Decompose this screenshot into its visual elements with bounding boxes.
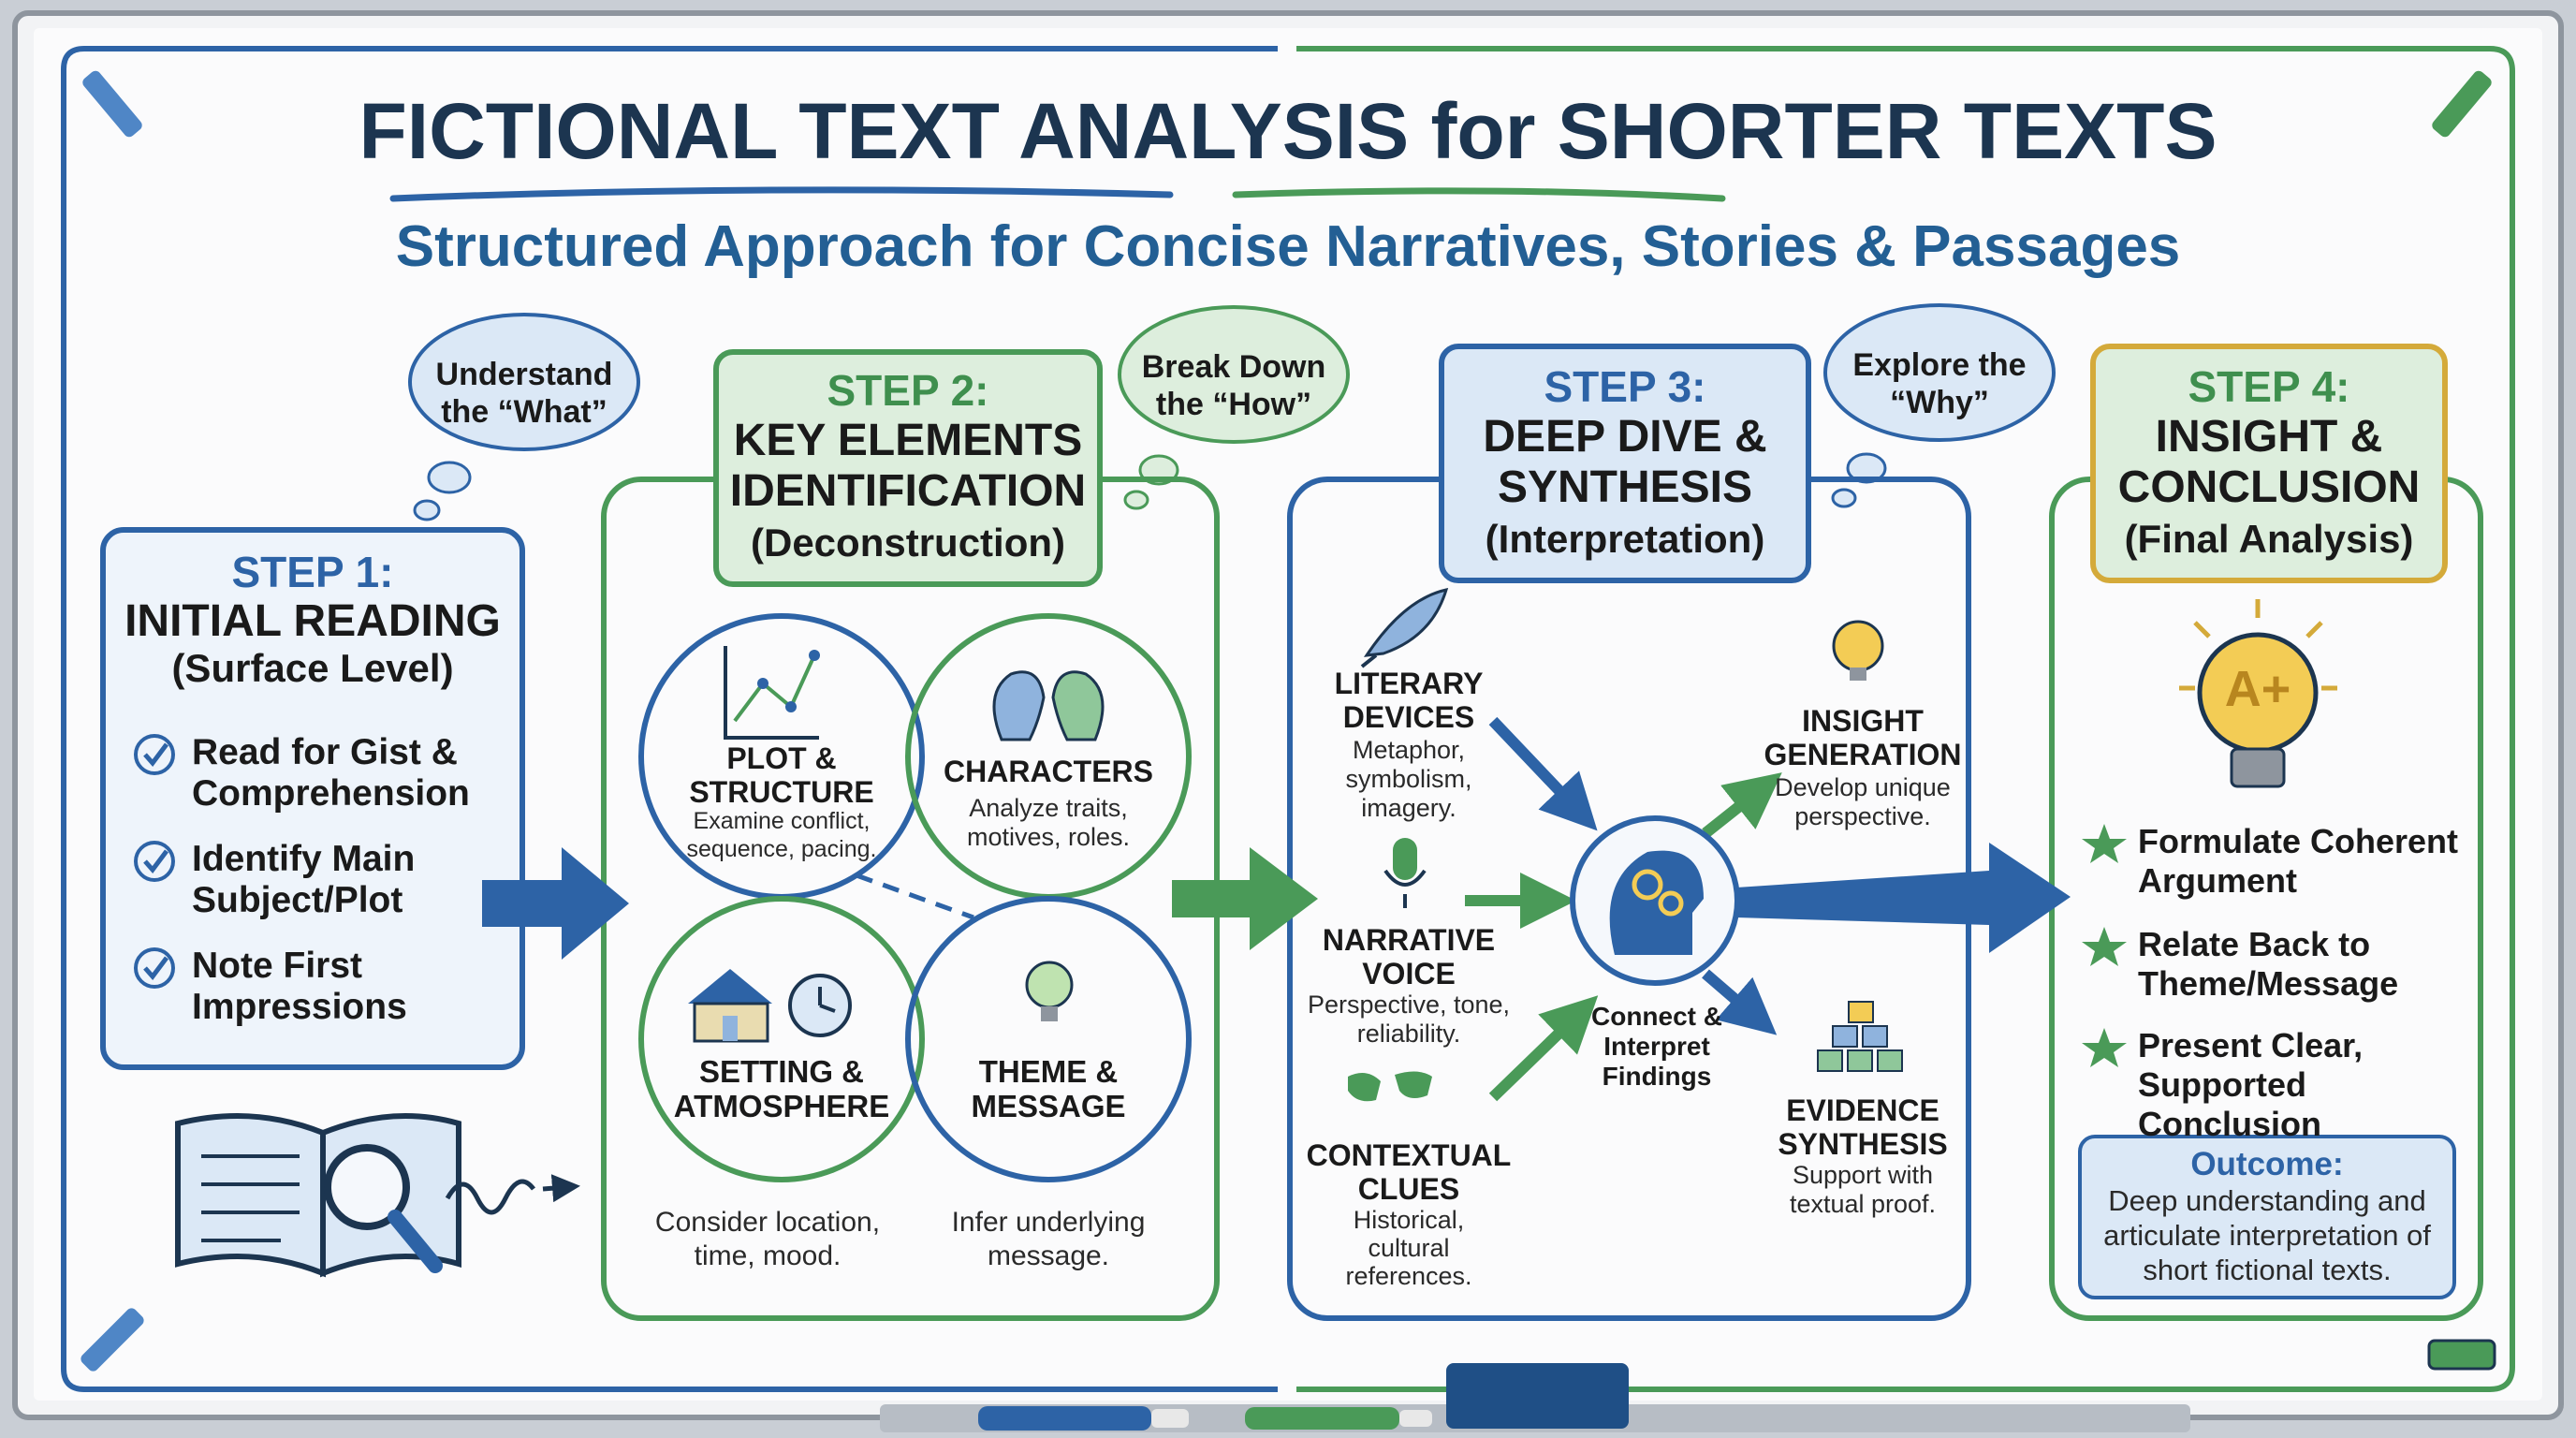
blue-pen-icon	[82, 70, 142, 138]
green-magnet-icon	[2427, 1339, 2496, 1371]
theme-title: THEME & MESSAGE	[971, 1054, 1126, 1123]
star-icon	[2082, 1028, 2127, 1067]
page-subtitle: Structured Approach for Concise Narrativ…	[395, 214, 2181, 279]
step3-subtitle: (Interpretation)	[1485, 517, 1765, 561]
insight-lightbulb-icon	[1832, 620, 1884, 681]
insight-title: INSIGHT GENERATION	[1764, 704, 1962, 771]
step4-subtitle: (Final Analysis)	[2124, 517, 2414, 561]
quill-icon	[1360, 587, 1449, 668]
plot-desc: Examine conflict, sequence, pacing.	[686, 808, 877, 862]
microphone-icon	[1383, 838, 1427, 908]
step3-header	[1439, 344, 1811, 583]
arrow-step2-to-step3	[1172, 847, 1318, 950]
bubble-2-text: Break Down the “How”	[1141, 349, 1326, 422]
voice-desc: Perspective, tone, reliability.	[1307, 990, 1511, 1048]
outcome-box	[2078, 1135, 2456, 1299]
literary-desc: Metaphor, symbolism, imagery.	[1345, 736, 1472, 822]
characters-desc: Analyze traits, motives, roles.	[966, 794, 1131, 851]
people-heads-icon	[992, 670, 1105, 741]
outcome-text: Deep understanding and articulate interp…	[2103, 1184, 2431, 1286]
step2-number: STEP 2:	[827, 366, 989, 415]
step1-subtitle: (Surface Level)	[171, 646, 454, 690]
blue-marker-small-icon	[80, 1308, 144, 1372]
star-icon	[2082, 824, 2127, 863]
evidence-desc: Support with textual proof.	[1789, 1161, 1937, 1218]
eraser-icon[interactable]	[1446, 1363, 1629, 1429]
bubble-3-text: Explore the “Why”	[1852, 347, 2027, 420]
step1-item: Note First Impressions	[192, 946, 407, 1027]
page-title: FICTIONAL TEXT ANALYSIS for SHORTER TEXT…	[359, 87, 2217, 175]
context-title: CONTEXTUAL CLUES	[1306, 1138, 1512, 1206]
step4-header	[2090, 344, 2448, 583]
literary-title: LITERARY DEVICES	[1334, 667, 1484, 734]
blue-marker-icon[interactable]	[978, 1406, 1151, 1431]
a-plus-lightbulb-icon	[2179, 599, 2337, 788]
context-desc: Historical, cultural references.	[1345, 1206, 1472, 1290]
open-book-magnifier-icon	[175, 1113, 461, 1278]
green-pen-icon	[2432, 70, 2492, 138]
hub-label: Connect & Interpret Findings	[1591, 1002, 1722, 1091]
outcome-title: Outcome:	[2190, 1146, 2344, 1182]
step4-item: Formulate Coherent Argument	[2138, 822, 2459, 900]
step1-number: STEP 1:	[231, 548, 394, 596]
a-plus-label: A+	[2224, 661, 2291, 717]
star-icon	[2082, 927, 2127, 966]
voice-title: NARRATIVE VOICE	[1322, 923, 1496, 990]
line-chart-icon	[724, 646, 820, 740]
step1-title: INITIAL READING	[124, 596, 501, 646]
arrow-step1-to-step2	[482, 847, 629, 960]
step4-item: Relate Back to Theme/Message	[2138, 925, 2399, 1003]
theme-desc: Infer underlying message.	[951, 1207, 1146, 1271]
bubble-1-text: Understand the “What”	[435, 357, 613, 430]
step1-item: Read for Gist & Comprehension	[192, 732, 470, 814]
plot-title: PLOT & STRUCTURE	[689, 741, 874, 809]
lightbulb-icon	[1025, 961, 1074, 1021]
step1-item: Identify Main Subject/Plot	[192, 839, 416, 920]
step4-title: INSIGHT & CONCLUSION	[2117, 412, 2421, 512]
clock-icon	[788, 974, 852, 1037]
step4-item: Present Clear, Supported Conclusion	[2138, 1026, 2364, 1143]
step4-number: STEP 4:	[2188, 362, 2350, 411]
check-circle-icon	[134, 947, 175, 989]
step3-number: STEP 3:	[1544, 362, 1706, 411]
thought-bubble-1	[408, 313, 640, 521]
arrow-step3-to-step4	[1736, 843, 2071, 953]
thought-bubble-3	[1823, 303, 2056, 508]
step3-title: DEEP DIVE & SYNTHESIS	[1483, 412, 1767, 512]
step2-subtitle: (Deconstruction)	[751, 521, 1065, 565]
step2-header	[713, 349, 1103, 587]
setting-title: SETTING & ATMOSPHERE	[673, 1054, 890, 1123]
check-circle-icon	[134, 734, 175, 775]
characters-title: CHARACTERS	[944, 755, 1153, 788]
check-circle-icon	[134, 841, 175, 882]
house-icon	[688, 969, 772, 1043]
world-map-icon	[1348, 1071, 1432, 1102]
step2-title: KEY ELEMENTS IDENTIFICATION	[729, 416, 1087, 516]
step1-box	[100, 527, 525, 1070]
setting-desc: Consider location, time, mood.	[654, 1207, 881, 1271]
insight-desc: Develop unique perspective.	[1775, 773, 1951, 830]
evidence-title: EVIDENCE SYNTHESIS	[1778, 1093, 1948, 1161]
head-gears-icon	[1609, 850, 1704, 955]
green-marker-icon[interactable]	[1245, 1407, 1399, 1430]
evidence-blocks-icon	[1817, 1001, 1903, 1072]
